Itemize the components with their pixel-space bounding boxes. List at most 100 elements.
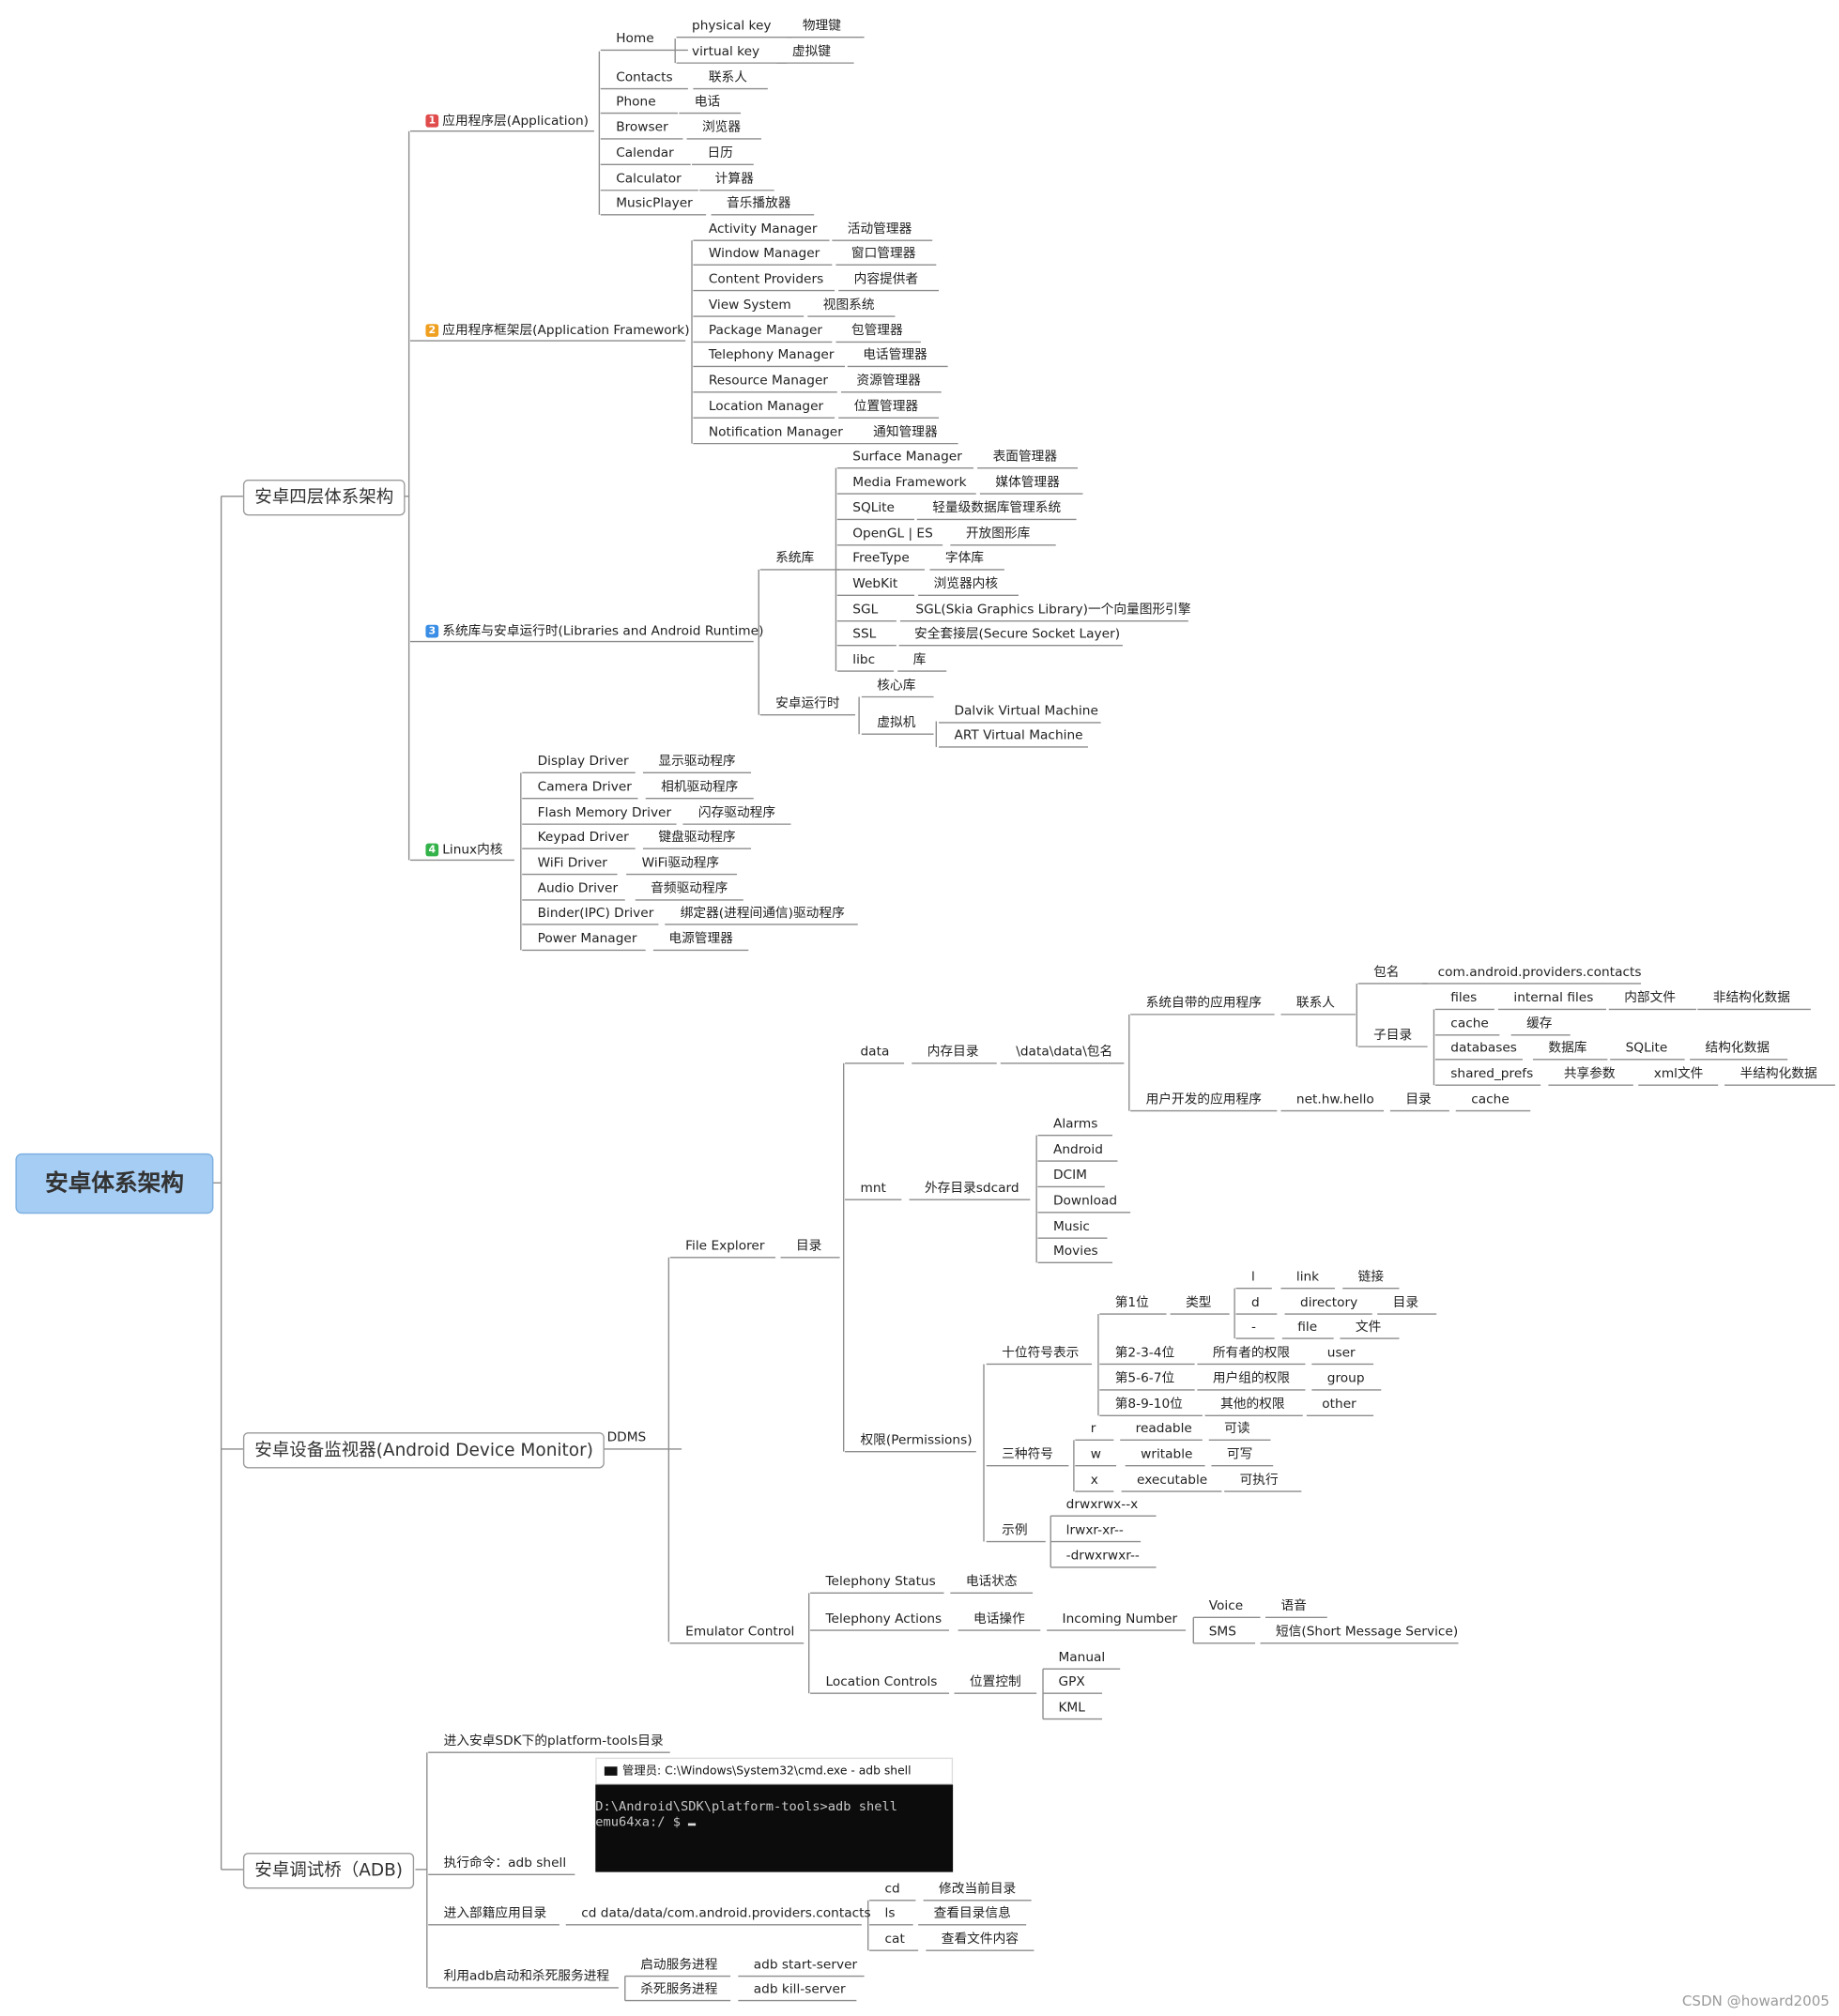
topic-node[interactable]: 视图系统 [822,298,875,313]
topic-node[interactable]: Browser [616,120,668,135]
topic-node[interactable]: 闪存驱动程序 [697,805,776,821]
topic-node[interactable]: 安卓运行时 [775,696,840,711]
topic-node[interactable]: x [1090,1473,1098,1489]
topic-node[interactable]: WiFi Driver [537,856,607,871]
topic-node[interactable]: cache [1450,1016,1489,1031]
topic-node[interactable]: 结构化数据 [1705,1041,1770,1056]
topic-node[interactable]: Calendar [616,146,674,161]
topic-node[interactable]: 开放图形库 [965,527,1031,542]
topic-node[interactable]: 音频驱动程序 [651,881,728,896]
topic-node[interactable]: 共享参数 [1563,1067,1616,1082]
topic-node[interactable]: 内容提供者 [853,272,919,287]
topic-node[interactable]: -drwxrwxr-- [1065,1549,1140,1564]
topic-node[interactable]: 包管理器 [851,324,903,339]
topic-node[interactable]: Alarms [1052,1117,1098,1132]
topic-node[interactable]: File Explorer [685,1239,765,1254]
topic-node[interactable]: cache [1471,1092,1510,1107]
topic-node[interactable]: 可读 [1224,1422,1250,1437]
topic-node[interactable]: 虚拟机 [877,716,916,731]
topic-node[interactable]: SGL(Skia Graphics Library)一个向量图形引擎 [915,603,1191,618]
topic-node[interactable]: 浏览器 [701,120,742,135]
topic-node[interactable]: Flash Memory Driver [537,805,672,821]
topic-node[interactable]: 目录 [1392,1295,1419,1310]
topic-node[interactable]: Power Manager [537,932,637,947]
topic-node[interactable]: 用户组的权限 [1212,1371,1291,1386]
topic-node[interactable]: 窗口管理器 [851,247,916,262]
topic-node[interactable]: 数据库 [1548,1041,1587,1056]
topic-node[interactable]: 安全套接层(Secure Socket Layer) [914,627,1121,642]
topic-node[interactable]: Resource Manager [708,374,829,389]
topic-node[interactable]: shared_prefs [1450,1067,1534,1082]
topic-node[interactable]: 修改当前目录 [939,1882,1017,1897]
topic-node[interactable]: 资源管理器 [856,374,921,389]
topic-node[interactable]: View System [708,298,791,313]
topic-node[interactable]: 十位符号表示 [1002,1346,1080,1361]
topic-node[interactable]: r [1090,1422,1096,1437]
topic-node[interactable]: 表面管理器 [992,450,1058,465]
topic-node[interactable]: 物理键 [802,19,841,34]
topic-node[interactable]: Location Manager [708,400,824,415]
topic-node[interactable]: internal files [1513,991,1594,1006]
topic-node[interactable]: Incoming Number [1062,1611,1178,1627]
topic-node[interactable]: cd [884,1882,900,1897]
topic-node[interactable]: mnt [860,1181,886,1197]
topic-node[interactable]: 系统库 [775,551,815,566]
topic-node[interactable]: 子目录 [1373,1028,1413,1044]
topic-node[interactable]: OpenGL | ES [852,527,933,542]
topic-node[interactable]: Phone [616,95,656,110]
topic-node[interactable]: Surface Manager [852,450,962,465]
topic-node[interactable]: KML [1058,1701,1085,1716]
topic-node[interactable]: com.android.providers.contacts [1437,965,1642,980]
topic-node[interactable]: Notification Manager [708,425,843,440]
topic-node[interactable]: 显示驱动程序 [658,755,736,770]
topic-node[interactable]: 目录 [1405,1092,1432,1107]
topic-node[interactable]: physical key [692,19,772,34]
topic-node[interactable]: 键盘驱动程序 [658,830,736,846]
topic-node[interactable]: Keypad Driver [537,830,629,846]
topic-node[interactable]: WebKit [852,577,898,592]
topic-node[interactable]: 类型 [1186,1295,1212,1310]
topic-node[interactable]: adb start-server [753,1958,858,1973]
topic-node[interactable]: ART Virtual Machine [954,728,1083,743]
topic-node[interactable]: Dalvik Virtual Machine [954,704,1098,719]
topic-node[interactable]: 用户开发的应用程序 [1145,1092,1262,1107]
topic-node[interactable]: 通知管理器 [873,425,938,440]
topic-node[interactable]: 第2-3-4位 [1114,1346,1175,1361]
topic-node[interactable]: 虚拟键 [791,44,831,60]
topic-node[interactable]: \data\data\包名 [1016,1045,1113,1060]
topic-node[interactable]: 电话状态 [965,1575,1018,1590]
topic-node[interactable]: DDMS [606,1430,647,1445]
topic-node[interactable]: 杀死服务进程 [640,1982,718,1997]
topic-node[interactable]: Location Controls [825,1675,938,1690]
topic-node[interactable]: 其他的权限 [1220,1397,1285,1413]
topic-node[interactable]: Activity Manager [708,221,818,237]
topic-node[interactable]: directory [1299,1295,1358,1310]
topic-node[interactable]: 查看文件内容 [941,1932,1019,1947]
root-topic[interactable]: 安卓体系架构 [15,1153,214,1214]
topic-node[interactable]: 执行命令：adb shell [443,1856,567,1871]
topic-node[interactable]: 音乐播放器 [727,196,791,211]
topic-node[interactable]: 位置管理器 [853,400,919,415]
topic-node[interactable]: DCIM [1052,1168,1087,1184]
topic-node[interactable]: virtual key [692,44,760,60]
topic-node[interactable]: adb kill-server [753,1982,846,1997]
topic-node[interactable]: Media Framework [852,475,967,490]
topic-node[interactable]: 所有者的权限 [1212,1346,1291,1361]
topic-node[interactable]: Package Manager [708,324,823,339]
topic-node[interactable]: Download [1052,1194,1118,1209]
topic-node[interactable]: files [1450,991,1478,1006]
topic-node[interactable]: Audio Driver [537,881,619,896]
topic-node[interactable]: 目录 [795,1239,822,1254]
topic-node[interactable]: xml文件 [1653,1067,1704,1082]
topic-node[interactable]: libc [852,652,876,667]
topic-node[interactable]: SQLite [852,501,896,516]
topic-node[interactable]: cd data/data/com.android.providers.conta… [581,1906,871,1921]
topic-node[interactable]: 系统自带的应用程序 [1145,996,1262,1011]
topic-node[interactable]: 外存目录sdcard [924,1181,1019,1197]
topic-node[interactable]: Android [1052,1142,1103,1157]
topic-node[interactable]: SGL [852,603,879,618]
topic-node[interactable]: 包名 [1373,965,1400,980]
topic-node[interactable]: 电源管理器 [668,932,733,947]
